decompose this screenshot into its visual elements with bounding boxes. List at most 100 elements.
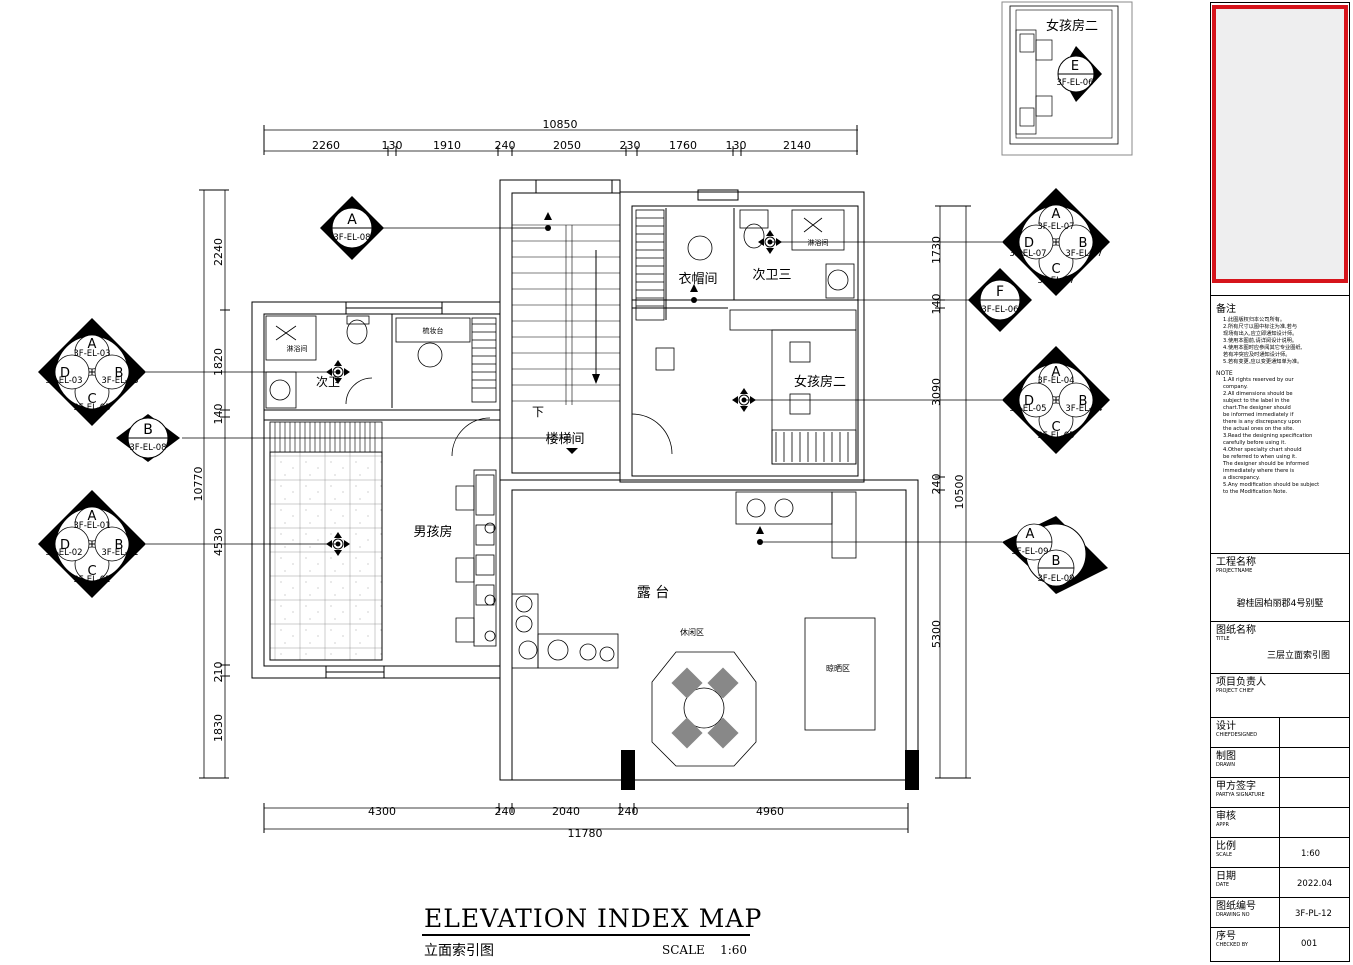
marker-code: 3F-EL-07 [1009,249,1046,259]
approve-label: 审核 [1216,811,1236,822]
drawn-label-en: DRAWN [1216,762,1235,768]
note-line: 3.Read the designing specification [1223,433,1313,439]
logo-placeholder [1212,5,1348,283]
scale-row-label: 比例 [1216,841,1236,852]
svg-text:B: B [1052,554,1061,569]
date-value: 2022.04 [1297,879,1333,889]
note-line: carefully before using it. [1223,440,1287,446]
dim-top-seg: 240 [495,139,516,152]
notes-cn-head: 备注 [1216,304,1236,315]
note-line: 4.Other specialty chart should [1223,447,1302,453]
sign-label: 甲方签字 [1216,781,1256,792]
marker-letter: E [1071,59,1079,74]
marker-code: 3F-EL-07 [1037,222,1074,232]
note-line: to the Modification Note. [1223,489,1288,495]
dim-bottom-total: 11780 [568,827,603,840]
note-line: be referred to when using it. [1223,454,1297,460]
date-label-en: DATE [1216,882,1230,888]
note-line: be informed immediately if [1223,412,1294,418]
marker-code: 3F-EL-08 [333,233,370,243]
sign-row: 甲方签字 PARTYA SIGNATURE [1211,777,1349,808]
marker-code: 3F-EL-04 [1065,404,1102,414]
chief-label: 项目负责人 [1216,677,1266,688]
marker-code: 3F-EL-06 [981,305,1018,315]
label-girl-room2: 女孩房二 [794,374,846,390]
note-line: subject to the label in the [1223,398,1290,404]
dim-right-total: 10500 [953,475,966,510]
project-label: 工程名称 [1216,557,1256,568]
marker-code: 3F-EL-09 [1037,574,1074,584]
label-bath2: 次卫 [316,375,340,389]
marker-code: 3F-EL-02 [45,548,82,558]
date-label: 日期 [1216,871,1236,882]
title-row: 图纸名称 TITLE 三层立面索引图 [1211,621,1349,674]
dim-top-seg: 1910 [433,139,461,152]
inset-girl-room2: 女孩房二 E 3F-EL-06 [1001,1,1133,156]
drawing-title: ELEVATION INDEX MAP [424,904,763,933]
elevation-marker-07: 3F-EL-07 3F-EL-07 3F-EL-07 3F-EL-07 [1001,187,1111,297]
dim-left-seg: 2240 [212,238,225,266]
marker-code: 3F-EL-04 [1037,376,1074,386]
notes-en-list: 1.All rights reserved by our company.2.A… [1211,377,1349,496]
dim-right-seg: 3090 [930,378,943,406]
label-cloakroom: 衣帽间 [678,271,717,287]
notes-cn-list: 1.此图版权归本公司所有。2.所有尺寸以图中标注为准,若与 现场有出入,应立即通… [1211,317,1349,366]
marker-code: 3F-EL-05 [1037,431,1074,441]
chief-row: 项目负责人 PROJECT CHIEF [1211,673,1349,718]
marker-code: 3F-EL-02 [73,575,110,585]
design-label: 设计 [1216,721,1236,732]
note-line: a discrepancy. [1223,475,1260,481]
label-down: 下 [532,405,544,419]
elevation-marker-f06: F 3F-EL-06 [968,268,1032,332]
note-line: The designer should be informed [1223,461,1309,467]
title-value: 三层立面索引图 [1267,651,1331,661]
floor-plan: A C D B [37,1,1133,840]
design-row: 设计 CHIEFDESIGNED [1211,717,1349,748]
title-label-en: TITLE [1216,636,1230,642]
dim-top-seg: 130 [726,139,747,152]
dim-top-seg: 130 [382,139,403,152]
seq-value: 001 [1301,939,1318,949]
label-shower-left: 淋浴间 [287,344,308,353]
label-shower-right: 淋浴间 [808,238,829,247]
svg-text:A: A [1026,527,1035,542]
dim-bottom-seg: 2040 [552,805,580,818]
marker-code: 3F-EL-03 [73,349,110,359]
elevation-marker-0102: 3F-EL-01 3F-EL-01 3F-EL-02 3F-EL-02 [37,489,147,599]
note-line: immediately where there is [1223,468,1295,474]
project-value: 碧桂园柏丽郡4号别墅 [1236,599,1324,609]
dim-right-seg: 140 [930,294,943,315]
seq-row: 序号 CHECKED BY 001 [1211,927,1349,961]
dim-bottom-seg: 4960 [756,805,784,818]
dim-top-seg: 1760 [669,139,697,152]
label-wash-counter: 梳妆台 [423,326,444,335]
scale-row-label-en: SCALE [1216,852,1233,858]
drawing-no-value: 3F-PL-12 [1295,909,1332,919]
note-line: company. [1223,384,1248,390]
seq-label: 序号 [1216,931,1236,942]
drawn-label: 制图 [1216,751,1236,762]
scale-label: SCALE [662,943,705,957]
approve-row: 审核 APPR [1211,807,1349,838]
dim-top-seg: 230 [620,139,641,152]
dim-left-seg: 1820 [212,348,225,376]
notes-en-head: NOTE [1216,370,1233,377]
marker-letter: A [347,212,357,228]
marker-code: 3F-EL-06 [1056,78,1093,88]
marker-code: 3F-EL-05 [1009,404,1046,414]
dim-left-seg: 210 [212,662,225,683]
title-block: 备注 1.此图版权归本公司所有。2.所有尺寸以图中标注为准,若与 现场有出入,应… [1210,2,1350,962]
title-underline [422,934,750,936]
date-row: 日期 DATE 2022.04 [1211,867,1349,898]
elevation-marker-b08: B 3F-EL-08 [116,414,180,462]
drawing-scale: SCALE 1:60 [662,943,747,957]
marker-code: 3F-EL-03 [73,403,110,413]
marker-code: 3F-EL-08 [129,443,166,453]
dim-bottom-seg: 4300 [368,805,396,818]
dim-top-seg: 2050 [553,139,581,152]
note-line: 1.All rights reserved by our [1223,377,1294,383]
sign-label-en: PARTYA SIGNATURE [1216,792,1265,798]
drawing-subtitle: 立面索引图 [424,943,494,959]
drawing-no-row: 图纸编号 DRAWING NO 3F-PL-12 [1211,897,1349,928]
dim-left-total: 10770 [192,467,205,502]
